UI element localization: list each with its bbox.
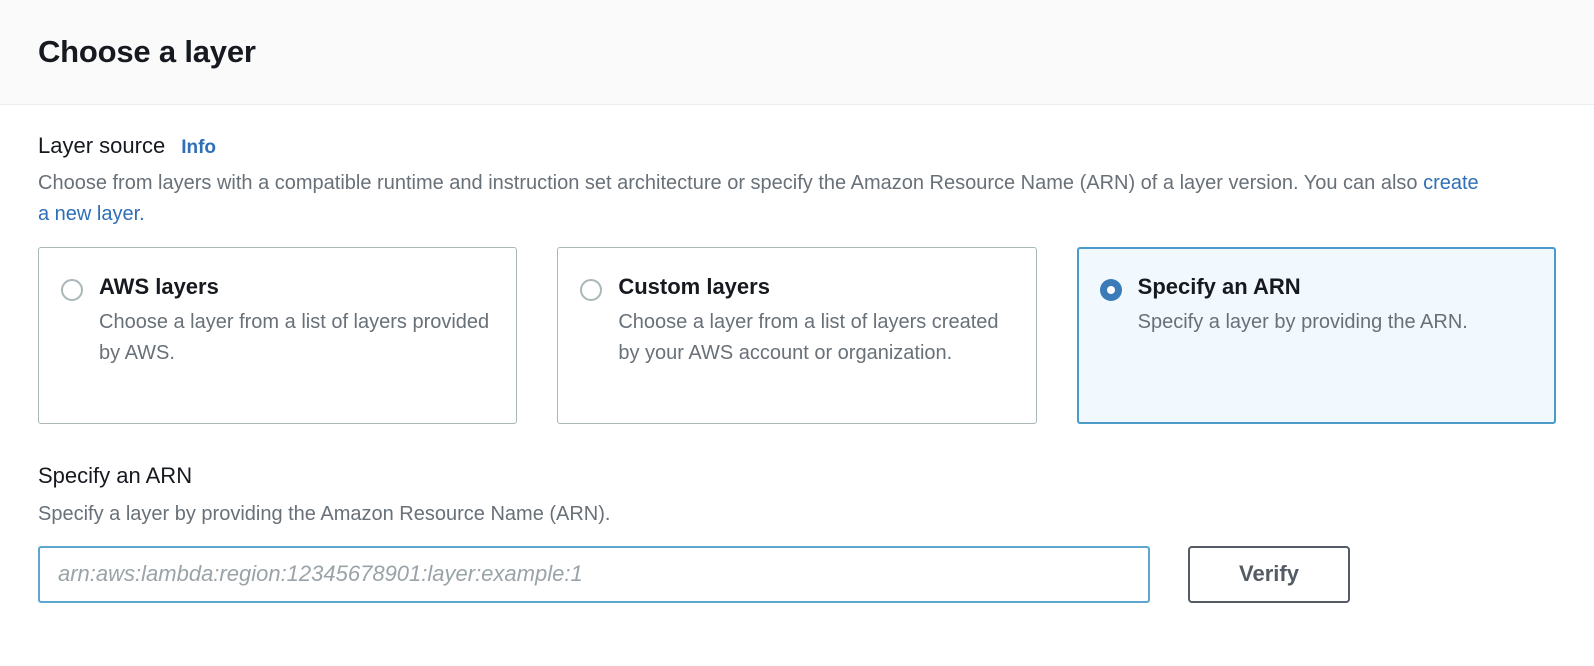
arn-input[interactable] (38, 545, 1150, 603)
radio-tile-text-specify-an-arn: Specify an ARN Specify a layer by provid… (1138, 274, 1468, 337)
radio-icon-specify-an-arn[interactable] (1099, 279, 1122, 302)
radio-tile-custom-layers[interactable]: Custom layers Choose a layer from a list… (557, 247, 1037, 425)
modal-header: Choose a layer (0, 0, 1594, 105)
radio-tile-title: Custom layers (618, 274, 770, 300)
radio-icon-custom-layers[interactable] (580, 279, 603, 302)
verify-button[interactable]: Verify (1188, 545, 1350, 603)
radio-tile-title: Specify an ARN (1137, 274, 1301, 300)
radio-tile-description: Choose a layer from a list of layers cre… (618, 310, 999, 364)
layer-source-label: Layer source (38, 133, 166, 158)
create-new-layer-link[interactable]: create a new layer (38, 172, 1479, 226)
radio-tile-text-custom-layers: Custom layers Choose a layer from a list… (618, 274, 1013, 368)
radio-tile-title: AWS layers (99, 274, 219, 300)
layer-source-label-row: Layer source Info (38, 133, 1556, 159)
radio-tile-specify-an-arn[interactable]: Specify an ARN Specify a layer by provid… (1076, 247, 1556, 425)
page-title: Choose a layer (38, 34, 256, 69)
radio-tile-description: Specify a layer by providing the ARN. (1137, 310, 1468, 333)
arn-section-heading: Specify an ARN (38, 463, 193, 489)
modal-body: Layer source Info Choose from layers wit… (0, 105, 1594, 603)
arn-section-subtext: Specify a layer by providing the Amazon … (38, 502, 611, 525)
radio-icon-aws-layers[interactable] (61, 279, 83, 302)
info-link[interactable]: Info (181, 137, 217, 158)
layer-source-description-suffix: . (139, 203, 145, 226)
layer-source-description-text: Choose from layers with a compatible run… (38, 172, 1424, 195)
radio-tile-text-aws-layers: AWS layers Choose a layer from a list of… (99, 274, 494, 368)
radio-tile-aws-layers[interactable]: AWS layers Choose a layer from a list of… (38, 247, 518, 425)
layer-source-description: Choose from layers with a compatible run… (38, 168, 1493, 230)
arn-section: Specify an ARN Specify a layer by provid… (38, 463, 1556, 603)
layer-source-radio-group: AWS layers Choose a layer from a list of… (38, 247, 1556, 425)
radio-tile-description: Choose a layer from a list of layers pro… (99, 310, 490, 364)
arn-input-row: Verify (38, 545, 1556, 603)
